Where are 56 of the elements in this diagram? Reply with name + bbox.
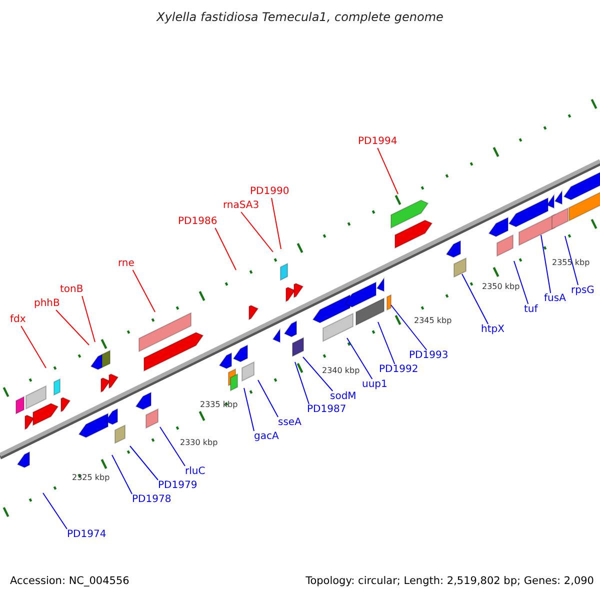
gene-label: PD1990 bbox=[250, 186, 290, 198]
leader-line bbox=[132, 270, 156, 312]
gene-label: fusA bbox=[544, 293, 566, 305]
gene-label: PD1979 bbox=[158, 480, 198, 492]
gene-label: sodM bbox=[330, 391, 356, 403]
gene-label: PD1974 bbox=[67, 529, 106, 541]
title: Xylella fastidiosa Temecula1, complete genome bbox=[155, 10, 444, 24]
leader-line bbox=[20, 326, 46, 368]
gene-label: PD1978 bbox=[132, 494, 172, 506]
leader-line bbox=[390, 304, 428, 350]
leader-line bbox=[214, 228, 236, 270]
scale-label: 2335 kbp bbox=[200, 400, 238, 410]
leader-line bbox=[271, 198, 282, 250]
leader-line bbox=[514, 260, 529, 304]
gene-label: uup1 bbox=[362, 379, 388, 391]
leader-line bbox=[42, 492, 68, 530]
gene-label: rne bbox=[118, 258, 134, 270]
leader-line bbox=[160, 426, 186, 466]
gene-label: PD1994 bbox=[358, 136, 398, 148]
scale-label: 2330 kbp bbox=[180, 438, 218, 448]
gene-label: htpX bbox=[481, 324, 504, 336]
gene-label: PD1992 bbox=[379, 364, 418, 376]
gene-label: rnaSA3 bbox=[223, 200, 260, 212]
gene-label: phhB bbox=[34, 298, 60, 310]
gene-label: rluC bbox=[185, 466, 206, 478]
leader-line bbox=[56, 310, 90, 346]
leader-line bbox=[302, 356, 334, 392]
gene-label: gacA bbox=[254, 431, 279, 443]
scale-label: 2350 kbp bbox=[482, 282, 520, 292]
footer-text: Topology: circular; Length: 2,519,802 bp; Genes: 2,090 bbox=[306, 575, 594, 587]
footer-text: Accession: NC_004556 bbox=[10, 575, 130, 587]
leader-line bbox=[244, 388, 254, 432]
gene-label: PD1986 bbox=[178, 216, 218, 228]
scale-label: 2355 kbp bbox=[552, 258, 590, 268]
leader-line bbox=[346, 338, 373, 380]
gene-label: tuf bbox=[524, 304, 538, 316]
leader-line bbox=[258, 380, 278, 418]
leader-line bbox=[377, 148, 398, 194]
scale-label: 2340 kbp bbox=[322, 366, 360, 376]
scale-label: 2345 kbp bbox=[414, 316, 452, 326]
leader-line bbox=[294, 362, 310, 404]
scale-label: 2325 kbp bbox=[72, 473, 110, 483]
leader-line bbox=[240, 212, 274, 252]
leader-line bbox=[378, 322, 396, 364]
leader-line bbox=[540, 234, 552, 294]
gene-label: sseA bbox=[278, 417, 302, 429]
leader-line bbox=[462, 274, 489, 324]
gene-label: rpsG bbox=[571, 285, 594, 297]
gene-label: fdx bbox=[10, 314, 26, 326]
leader-line bbox=[564, 236, 579, 286]
leader-line bbox=[130, 446, 158, 480]
gene-label: tonB bbox=[60, 284, 84, 296]
gene-label: PD1993 bbox=[409, 350, 448, 362]
gene-label: PD1987 bbox=[307, 404, 346, 416]
leader-line bbox=[112, 454, 132, 494]
leader-line bbox=[82, 296, 96, 342]
